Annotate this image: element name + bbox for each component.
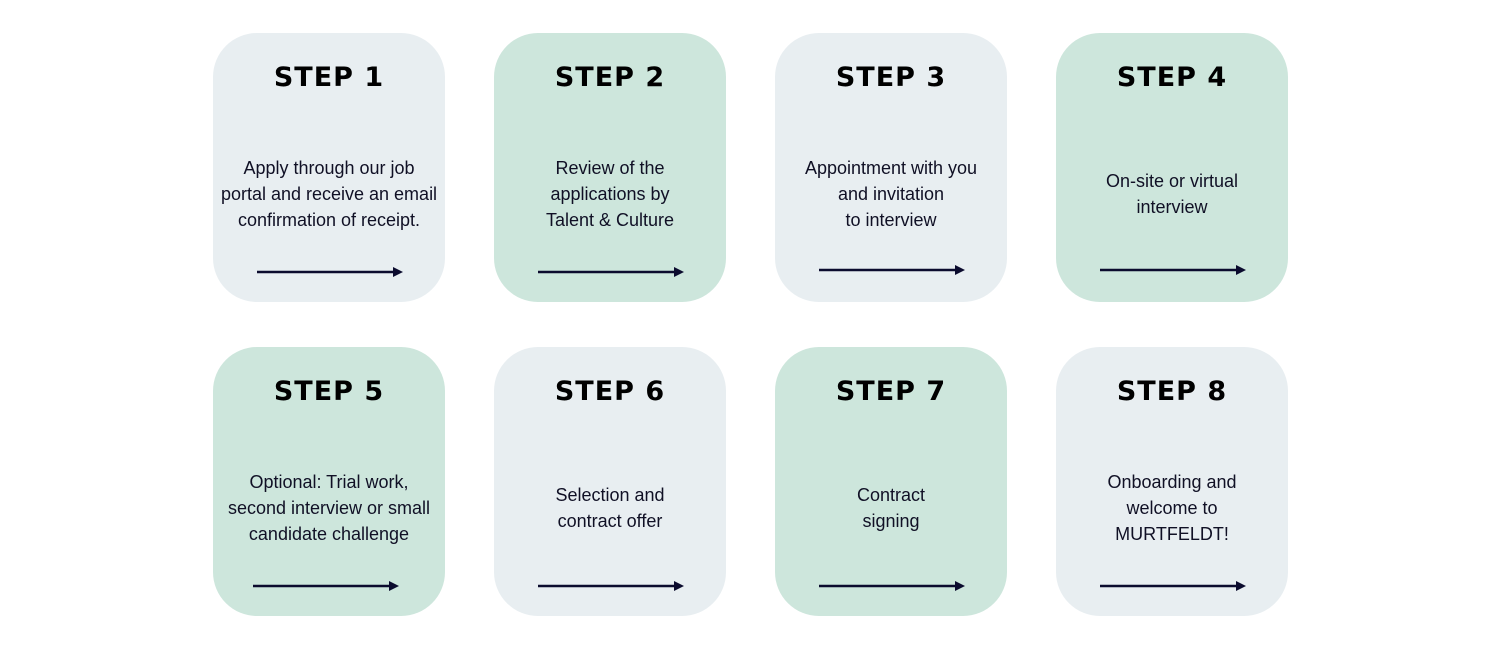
step-title: STEP 5 [273,376,385,407]
arrow-right-icon [819,580,965,592]
step-description: Apply through our job portal and receive… [220,158,438,230]
step-card-3: STEP 3 Appointment with you and invitati… [775,33,1007,302]
step-card-4: STEP 4 On-site or virtual interview [1056,33,1288,302]
arrow-right-icon [1100,580,1246,592]
step-description: Selection and contract offer [555,485,665,531]
step-title: STEP 2 [554,62,666,93]
step-card-2: STEP 2 Review of the applications by Tal… [494,33,726,302]
step-description: Contract signing [856,485,926,531]
step-description: Onboarding and welcome to MURTFELDT! [1107,472,1237,544]
step-card-7: STEP 7 Contract signing [775,347,1007,616]
step-description: Optional: Trial work, second interview o… [227,472,431,544]
step-title: STEP 4 [1116,62,1228,93]
step-title: STEP 3 [835,62,947,93]
step-title: STEP 6 [554,376,666,407]
arrow-right-icon [1100,264,1246,276]
step-card-1: STEP 1 Apply through our job portal and … [213,33,445,302]
arrow-right-icon [257,266,403,278]
step-title: STEP 7 [835,376,947,407]
arrow-right-icon [538,266,684,278]
step-description: On-site or virtual interview [1105,171,1239,217]
arrow-right-icon [819,264,965,276]
step-card-8: STEP 8 Onboarding and welcome to MURTFEL… [1056,347,1288,616]
step-title: STEP 1 [273,62,385,93]
step-description: Appointment with you and invitation to i… [804,158,978,230]
arrow-right-icon [538,580,684,592]
step-title: STEP 8 [1116,376,1228,407]
steps-grid: STEP 1 Apply through our job portal and … [213,33,1288,616]
step-description: Review of the applications by Talent & C… [545,158,675,230]
step-card-6: STEP 6 Selection and contract offer [494,347,726,616]
arrow-right-icon [253,580,399,592]
step-card-5: STEP 5 Optional: Trial work, second inte… [213,347,445,616]
